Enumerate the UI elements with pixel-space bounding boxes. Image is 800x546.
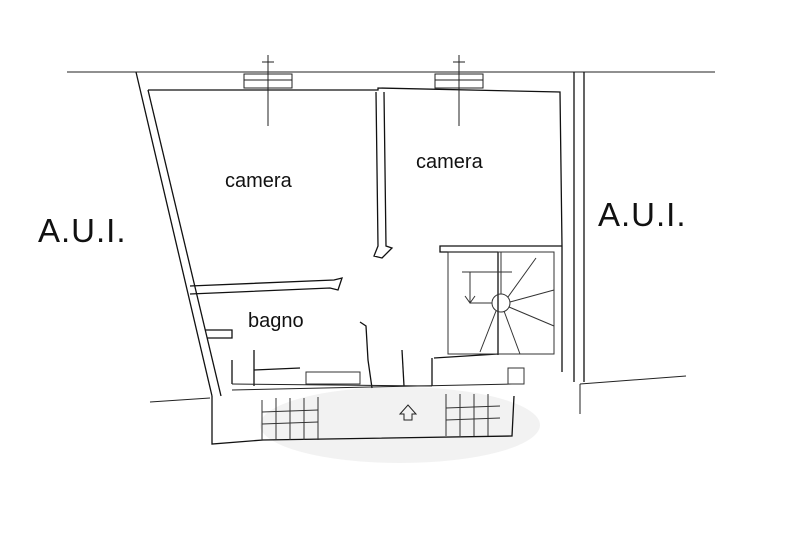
room-label-camera-right: camera bbox=[416, 151, 483, 173]
spiral-staircase bbox=[447, 251, 555, 355]
entrance-arrow-icon bbox=[398, 404, 418, 421]
room-label-bagno: bagno bbox=[248, 310, 304, 332]
room-label-camera-left: camera bbox=[225, 170, 292, 192]
exterior-walls bbox=[135, 71, 585, 397]
window-left bbox=[243, 55, 293, 126]
adjacent-unit-label-right: A.U.I. bbox=[598, 196, 687, 233]
interior-walls bbox=[189, 91, 562, 389]
boundary-lines bbox=[67, 71, 715, 414]
window-right bbox=[434, 55, 484, 126]
watermark bbox=[260, 387, 540, 463]
adjacent-unit-label-left: A.U.I. bbox=[38, 212, 127, 249]
entrance-steps bbox=[211, 367, 525, 445]
